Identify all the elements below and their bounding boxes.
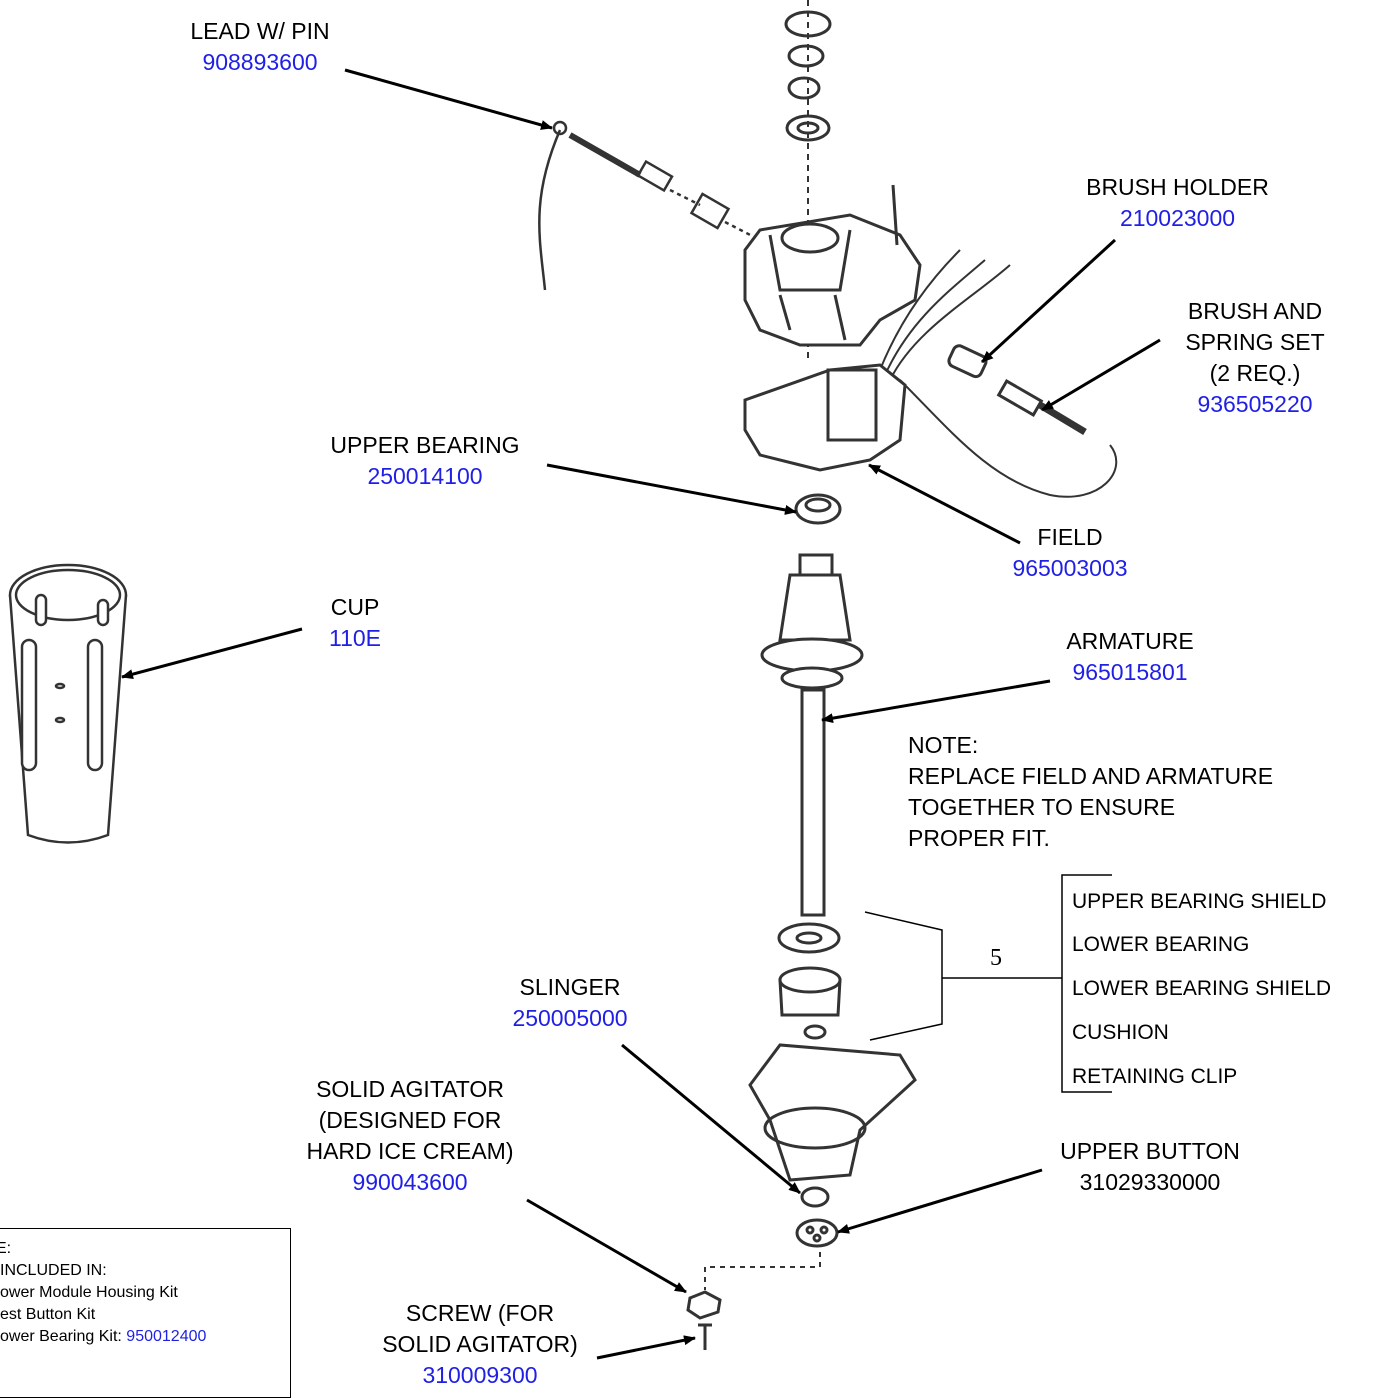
- note-text: NOTE: REPLACE FIELD AND ARMATURE TOGETHE…: [908, 732, 1274, 851]
- arrow-upper-button: [837, 1168, 1043, 1234]
- lead-with-pin-part: [538, 120, 761, 291]
- label-armature: ARMATURE 965015801: [1050, 626, 1210, 688]
- label-screw: SCREW (FOR SOLID AGITATOR) 310009300: [350, 1298, 610, 1391]
- upper-bearing-part: [794, 493, 842, 525]
- label-brush-spring: BRUSH AND SPRING SET (2 REQ.) 936505220: [1160, 296, 1350, 420]
- label-field: FIELD 965003003: [990, 522, 1150, 584]
- part-number: 908893600: [202, 49, 318, 75]
- part-number: 110E: [328, 625, 381, 651]
- slinger-part: [800, 1186, 830, 1208]
- part-number: 310009300: [422, 1362, 538, 1388]
- part-number: 250005000: [512, 1005, 628, 1031]
- label-lead-pin: LEAD W/ PIN 908893600: [150, 16, 370, 78]
- arrow-agitator: [526, 1198, 687, 1294]
- arrow-brush-spring: [1041, 338, 1161, 412]
- kit-footnote-box: E: INCLUDED IN: ower Module Housing Kit …: [0, 1228, 291, 1398]
- field-part: [743, 363, 907, 472]
- brush-holder-part: [947, 344, 1087, 436]
- footnote-line: E:: [0, 1240, 12, 1257]
- solid-agitator-part: [686, 1290, 722, 1320]
- label-cup: CUP 110E: [300, 592, 410, 654]
- upper-button-part: [795, 1218, 839, 1248]
- footnote-line: ower Module Housing Kit: [0, 1284, 178, 1301]
- kit-item: RETAINING CLIP: [1072, 1065, 1238, 1088]
- label-solid-agitator: SOLID AGITATOR (DESIGNED FOR HARD ICE CR…: [270, 1074, 550, 1198]
- top-seal-rings: [784, 10, 832, 142]
- part-number: 210023000: [1119, 205, 1236, 231]
- footnote-line: INCLUDED IN:: [0, 1262, 107, 1279]
- arrow-field: [868, 463, 1021, 545]
- arrow-brush-holder: [980, 238, 1117, 364]
- screw-part: [698, 1323, 712, 1350]
- armature-part: [760, 553, 864, 917]
- leader-arrows: [121, 68, 1161, 1360]
- arrow-screw: [596, 1335, 696, 1360]
- kit-callout-number: 5: [990, 945, 1002, 971]
- footnote-line: ower Bearing Kit: 950012400: [0, 1328, 207, 1345]
- kit-item: CUSHION: [1072, 1021, 1169, 1044]
- footnote-line: est Button Kit: [0, 1306, 96, 1323]
- kit-item: UPPER BEARING SHIELD: [1072, 890, 1327, 913]
- part-number: 936505220: [1197, 391, 1313, 417]
- arrow-cup: [121, 627, 303, 679]
- kit-item: LOWER BEARING: [1072, 933, 1250, 956]
- cup-part: [8, 563, 128, 844]
- part-number: 250014100: [367, 463, 483, 489]
- motor-housing-part: [743, 184, 922, 347]
- kit-bracket: [864, 874, 1112, 1093]
- arrow-slinger: [621, 1043, 801, 1195]
- kit-item: LOWER BEARING SHIELD: [1072, 977, 1332, 1000]
- field-wires: [879, 249, 1118, 498]
- arrow-armature: [821, 679, 1051, 724]
- arrow-lead-pin: [344, 68, 553, 130]
- arrow-upper-bearing: [546, 463, 797, 515]
- part-number: 990043600: [352, 1169, 468, 1195]
- lower-housing-part: [748, 1043, 917, 1182]
- lower-bearing-stack: [777, 922, 842, 1040]
- label-upper-button: UPPER BUTTON 31029330000: [1060, 1138, 1240, 1195]
- agitator-dashed-path: [704, 1252, 821, 1290]
- label-upper-bearing: UPPER BEARING 250014100: [300, 430, 550, 492]
- part-number: 950012400: [126, 1328, 207, 1345]
- label-brush-holder: BRUSH HOLDER 210023000: [1060, 172, 1295, 234]
- label-slinger: SLINGER 250005000: [490, 972, 650, 1034]
- part-number: 965015801: [1072, 659, 1188, 685]
- part-number: 965003003: [1012, 555, 1128, 581]
